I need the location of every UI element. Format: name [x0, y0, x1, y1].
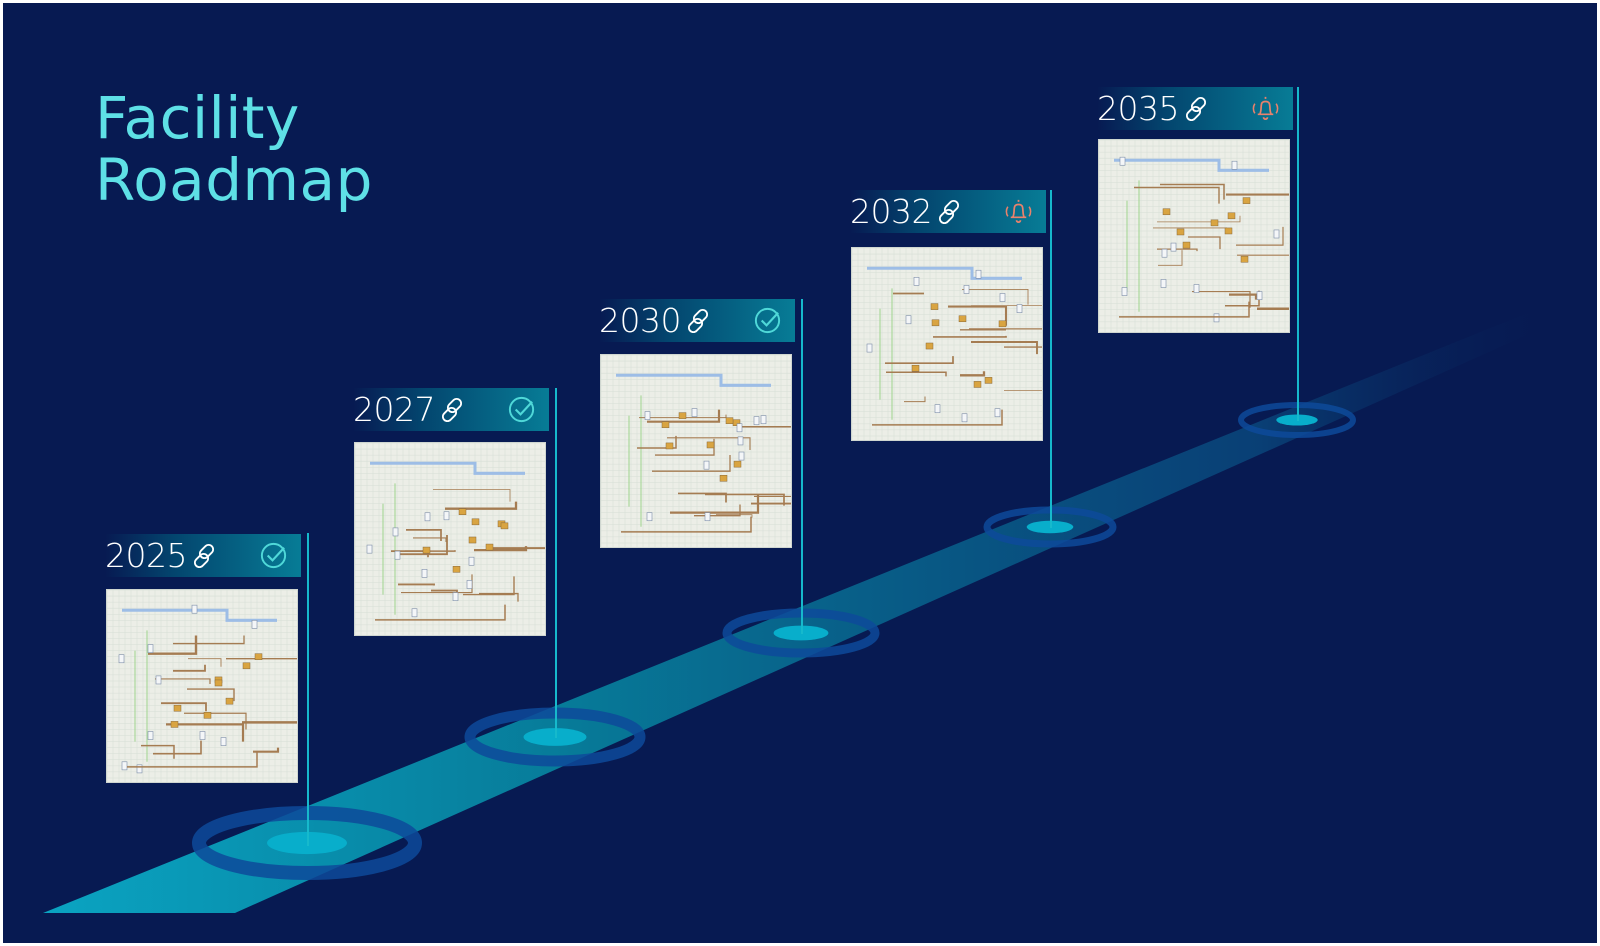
- bell-icon: [1005, 199, 1032, 223]
- link-icon[interactable]: [191, 541, 221, 571]
- link-icon[interactable]: [1183, 94, 1213, 124]
- milestone-header[interactable]: 2027: [353, 388, 549, 431]
- facility-layout-diagram[interactable]: [600, 354, 792, 548]
- milestone-pin: [555, 388, 557, 738]
- check-circle-icon: [508, 396, 535, 423]
- facility-layout-diagram[interactable]: [851, 247, 1043, 441]
- facility-layout-diagram[interactable]: [106, 589, 298, 783]
- facility-layout-diagram[interactable]: [354, 442, 546, 636]
- milestone-year: 2035: [1097, 89, 1179, 128]
- milestone-year: 2025: [105, 536, 187, 575]
- link-icon[interactable]: [439, 395, 469, 425]
- milestone-year: 2030: [599, 301, 681, 340]
- milestone-header[interactable]: 2032: [850, 190, 1046, 233]
- title-line-1: Facility: [95, 84, 300, 152]
- milestone-pin: [1050, 190, 1052, 528]
- milestone-header[interactable]: 2030: [599, 299, 795, 342]
- milestone-pin: [1297, 87, 1299, 421]
- check-circle-icon: [260, 542, 287, 569]
- milestone-pin: [307, 533, 309, 846]
- timeline-track: [43, 308, 1565, 913]
- bell-icon: [1252, 96, 1279, 120]
- title-line-2: Roadmap: [95, 146, 373, 214]
- milestone-year: 2027: [353, 390, 435, 429]
- page-title: Facility Roadmap: [95, 87, 373, 211]
- milestone-marker[interactable]: [1026, 520, 1074, 534]
- facility-layout-diagram[interactable]: [1098, 139, 1290, 333]
- milestone-pin: [801, 299, 803, 634]
- check-circle-icon: [754, 307, 781, 334]
- link-icon[interactable]: [685, 306, 715, 336]
- link-icon[interactable]: [936, 197, 966, 227]
- milestone-header[interactable]: 2035: [1097, 87, 1293, 130]
- milestone-year: 2032: [850, 192, 932, 231]
- roadmap-canvas: Facility Roadmap 2025: [3, 3, 1597, 943]
- milestone-header[interactable]: 2025: [105, 534, 301, 577]
